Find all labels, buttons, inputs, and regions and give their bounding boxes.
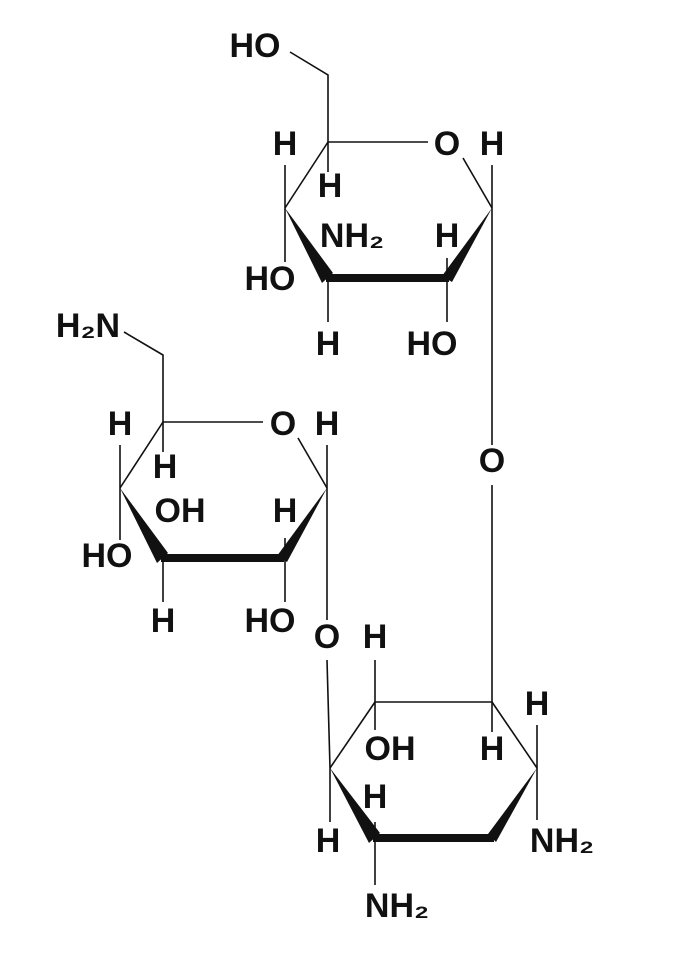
- atom-label: HO: [245, 602, 296, 640]
- atom-label: H: [318, 167, 343, 205]
- atom-label: H: [480, 730, 505, 768]
- atom-label: H₂N: [56, 307, 120, 345]
- atom-label: HO: [82, 537, 133, 575]
- atom-label: NH₂: [530, 822, 594, 860]
- atom-label: OH: [365, 730, 416, 768]
- atom-label: H: [480, 125, 505, 163]
- atom-label: H: [316, 325, 341, 363]
- atom-label: HO: [245, 260, 296, 298]
- bottom-ring: [326, 659, 538, 885]
- atom-label: OH: [155, 492, 206, 530]
- top-ring: [284, 51, 493, 702]
- atom-label: H: [435, 217, 460, 255]
- middle-ring: [119, 331, 328, 620]
- atom-label: H: [363, 778, 388, 816]
- atom-label: NH₂: [320, 217, 384, 255]
- atom-label: HO: [230, 27, 281, 65]
- ring-oxygen-label: O: [270, 405, 296, 443]
- atom-label: H: [108, 405, 133, 443]
- atom-label: H: [525, 685, 550, 723]
- atom-label: H: [316, 822, 341, 860]
- atom-label: H: [315, 405, 340, 443]
- atom-label: H: [151, 602, 176, 640]
- atom-label: H: [273, 125, 298, 163]
- atom-label: H: [273, 492, 298, 530]
- atom-label: H: [363, 618, 388, 656]
- glycosidic-oxygen-label: O: [314, 618, 340, 656]
- atom-label: HO: [407, 325, 458, 363]
- atom-label: H: [153, 448, 178, 486]
- atom-label: NH₂: [365, 887, 429, 925]
- atom-labels: HO O H H H NH₂ H HO H HO O H₂N O H H H O…: [56, 27, 594, 925]
- ring-oxygen-label: O: [434, 125, 460, 163]
- glycosidic-oxygen-label: O: [479, 442, 505, 480]
